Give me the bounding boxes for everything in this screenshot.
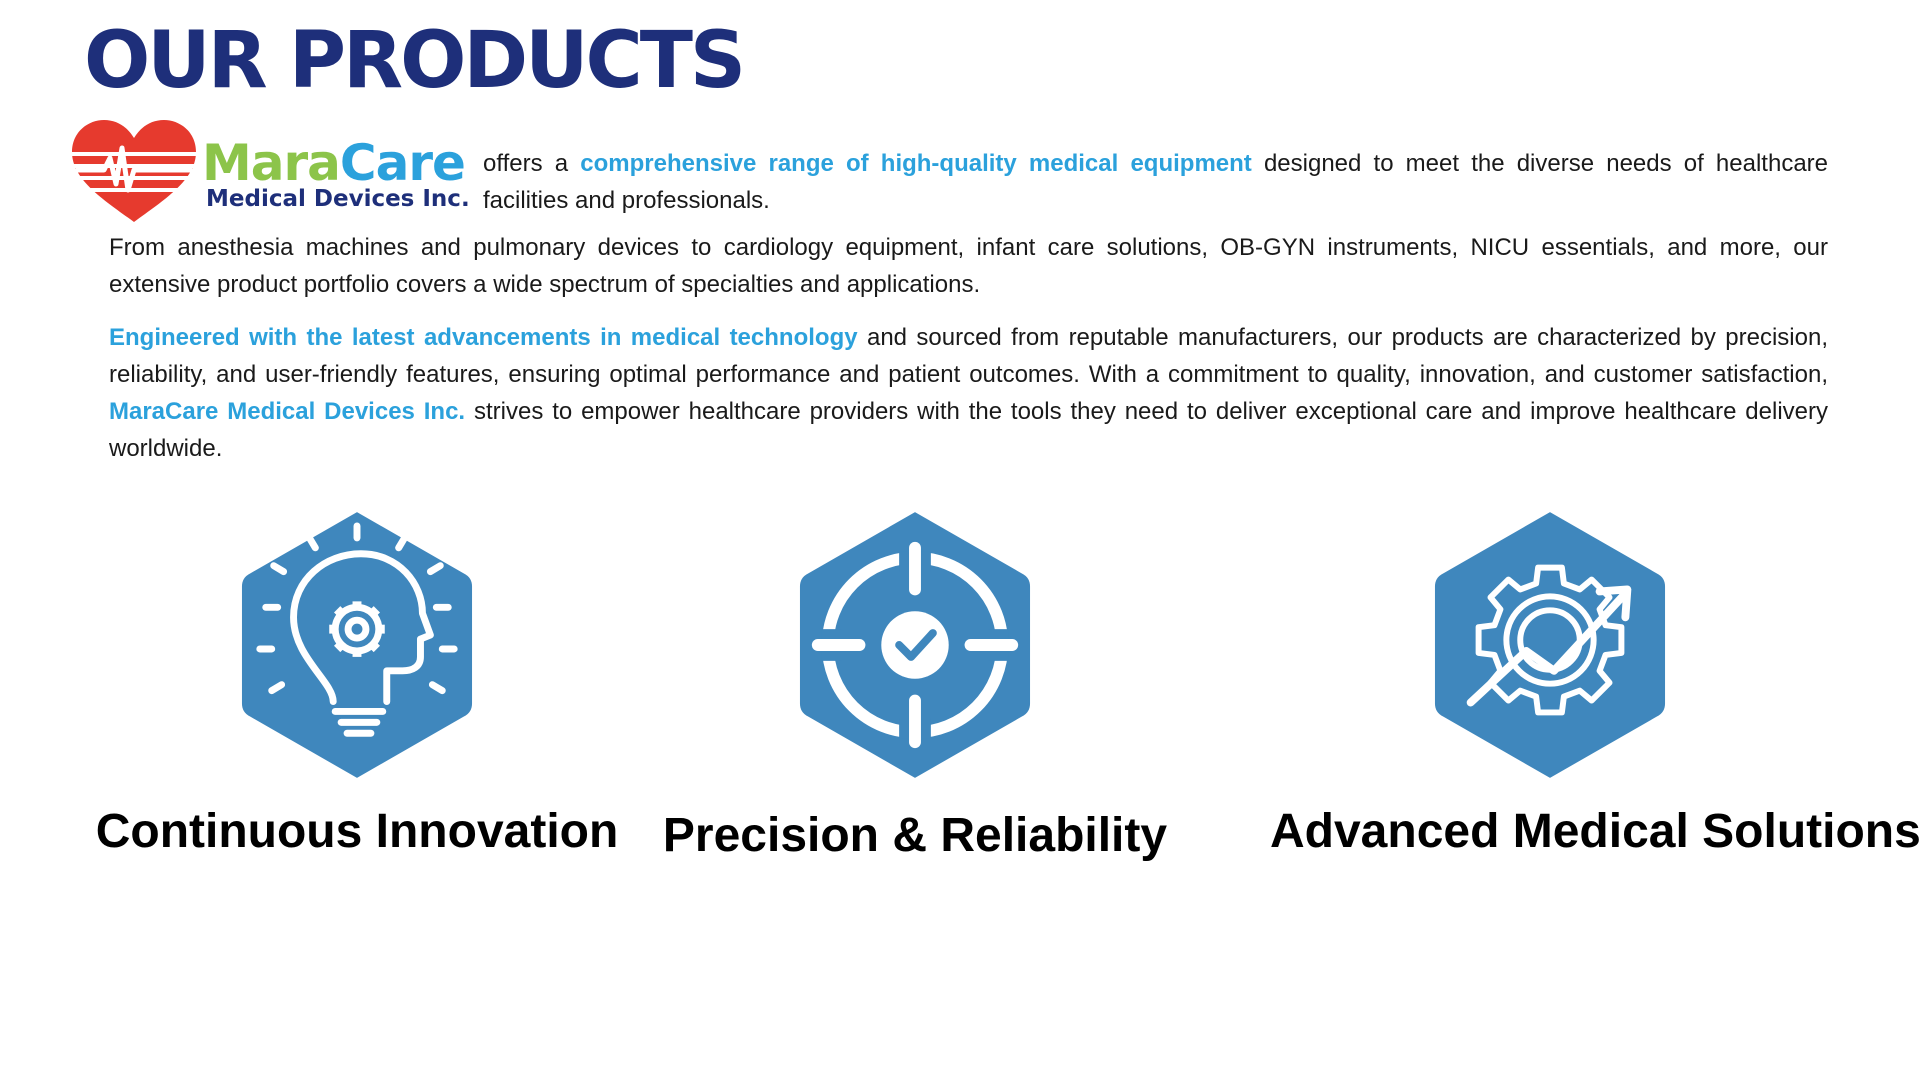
intro-text: offers a comprehensive range of high-qua… <box>483 150 1829 214</box>
maracare-logo: MaraCare Medical Devices Inc. <box>70 120 470 222</box>
heart-icon <box>70 120 198 222</box>
company-name-highlight: MaraCare Medical Devices Inc. <box>109 398 466 425</box>
page-title: OUR PRODUCTS <box>84 16 746 106</box>
feature-continuous-innovation: Continuous Innovation <box>77 508 637 868</box>
feature-advanced-medical-solutions: Advanced Medical Solutions <box>1270 508 1920 868</box>
lightbulb-gear-head-icon <box>241 512 473 778</box>
gear-growth-arrow-icon <box>1434 512 1666 778</box>
intro-highlight: comprehensive range of high-quality medi… <box>580 150 1252 177</box>
target-check-icon <box>799 512 1031 778</box>
engineering-highlight: Engineered with the latest advancements … <box>109 324 858 351</box>
svg-text:MaraCare: MaraCare <box>202 134 465 192</box>
svg-text:Medical Devices Inc.: Medical Devices Inc. <box>206 186 470 212</box>
feature-label: Precision & Reliability <box>662 809 1168 862</box>
portfolio-paragraph: From anesthesia machines and pulmonary d… <box>109 234 1828 298</box>
feature-label: Continuous Innovation <box>95 805 619 858</box>
engineering-paragraph: Engineered with the latest advancements … <box>109 324 1829 462</box>
feature-precision-reliability: Precision & Reliability <box>635 508 1195 868</box>
feature-label: Advanced Medical Solutions <box>1270 805 1920 858</box>
